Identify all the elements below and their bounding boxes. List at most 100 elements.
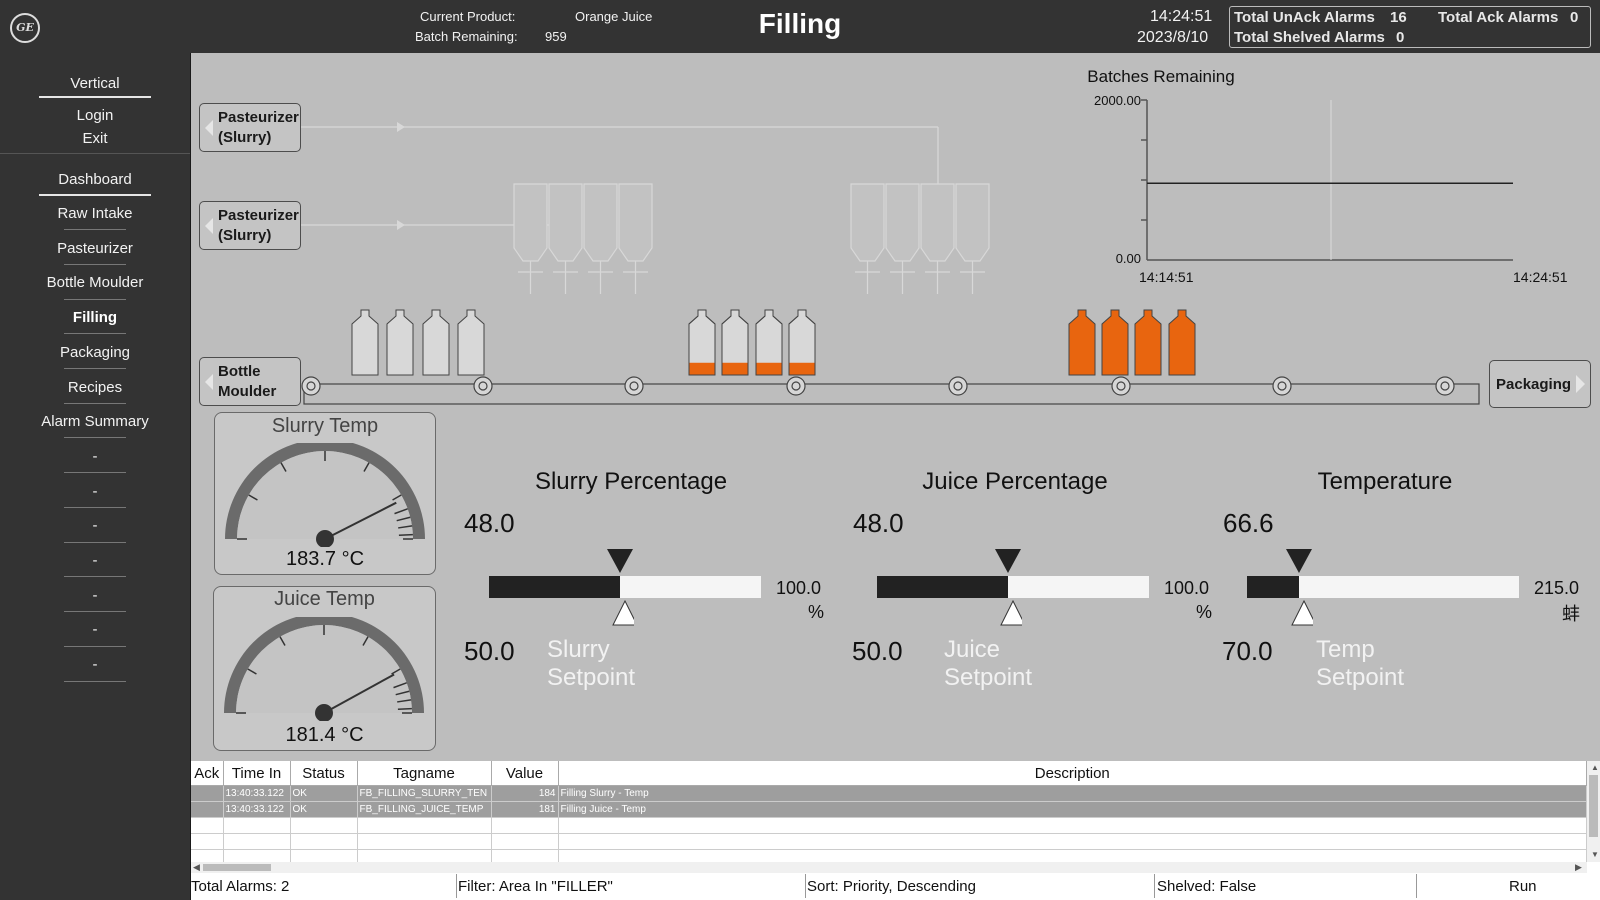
nav-recipes[interactable]: Recipes: [67, 379, 123, 396]
nav-blank-2[interactable]: -: [92, 483, 98, 500]
column-header-description[interactable]: Description: [558, 761, 1587, 786]
gauge-title: Juice Temp: [274, 588, 375, 610]
nav-blank-6[interactable]: -: [92, 621, 98, 638]
nav-blank-4[interactable]: -: [92, 552, 98, 569]
alarm-table[interactable]: Ack Time In Status Tagname Value Descrip…: [191, 761, 1600, 866]
column-header-value[interactable]: Value: [491, 761, 559, 786]
table-row[interactable]: 13:40:33.122 OK FB_FILLING_SLURRY_TEN 18…: [191, 785, 1587, 802]
footer-divider: [456, 874, 457, 898]
horizontal-scroll-thumb[interactable]: [203, 864, 271, 871]
nav-login[interactable]: Login: [76, 107, 114, 124]
nav-blank-3[interactable]: -: [92, 517, 98, 534]
scroll-right-icon[interactable]: ▶: [1575, 862, 1582, 872]
nav-divider: [64, 368, 126, 369]
temperature-pv: 66.6: [1223, 508, 1274, 538]
gauge-tick: [280, 462, 287, 472]
scroll-left-icon[interactable]: ◀: [193, 862, 200, 872]
filter-status[interactable]: Filter: Area In "FILLER": [458, 878, 613, 895]
alarm-footer: ◀ ▶ Total Alarms: 2 Filter: Area In "FIL…: [191, 862, 1600, 900]
trend-x-end-label: 14:24:51: [1513, 269, 1568, 285]
nav-blank-7[interactable]: -: [92, 656, 98, 673]
column-header-tagname[interactable]: Tagname: [357, 761, 492, 786]
table-row-empty: [191, 817, 1587, 834]
gauge-title: Slurry Temp: [271, 415, 379, 437]
juice-pv-marker-icon: [994, 549, 1021, 573]
table-row[interactable]: 13:40:33.122 OK FB_FILLING_JUICE_TEMP 18…: [191, 801, 1587, 818]
unack-alarms-label: Total UnAck Alarms: [1234, 9, 1375, 26]
bottle-icon: [1168, 309, 1196, 376]
column-header-status[interactable]: Status: [290, 761, 358, 786]
nav-raw-intake[interactable]: Raw Intake: [57, 205, 133, 222]
conveyor-roller-icon: [1272, 376, 1292, 396]
gauge-tick: [391, 668, 401, 675]
gauge-hub: [316, 530, 334, 547]
cell-ack: [191, 785, 224, 802]
nav-exit[interactable]: Exit: [82, 130, 108, 147]
page-title: Filling: [758, 8, 842, 39]
conveyor-roller-hub: [953, 381, 963, 391]
conveyor-roller-hub: [1116, 381, 1126, 391]
shelved-status[interactable]: Shelved: False: [1157, 878, 1257, 895]
filler-head: [885, 183, 920, 262]
current-product-label: Current Product:: [420, 9, 516, 24]
ack-alarms-value: 0: [1570, 9, 1579, 26]
nav-pasteurizer[interactable]: Pasteurizer: [57, 240, 133, 257]
nav-divider: [39, 96, 151, 98]
bottle-icon: [1134, 309, 1162, 376]
conveyor-roller-icon: [473, 376, 493, 396]
scroll-up-icon[interactable]: ▲: [1591, 763, 1599, 772]
gauge-tick: [398, 533, 413, 537]
gauge-tick: [395, 690, 410, 696]
nav-divider: [64, 229, 126, 230]
vertical-scroll-thumb[interactable]: [1589, 775, 1598, 837]
gauge-tick: [398, 525, 413, 529]
nav-packaging-button[interactable]: Packaging: [1489, 360, 1591, 408]
nav-bottle-moulder[interactable]: Bottle Moulder: [46, 274, 144, 291]
pasteurizer-2-label: Pasteurizer (Slurry): [218, 207, 299, 244]
temperature-setpoint-marker-icon[interactable]: [1291, 600, 1314, 626]
nav-blank-1[interactable]: -: [92, 448, 98, 465]
vertical-scrollbar[interactable]: ▲ ▼: [1587, 761, 1600, 862]
juice-setpoint-label: Juice Setpoint: [944, 636, 1033, 691]
conveyor-roller-hub: [1277, 381, 1287, 391]
nav-divider: [64, 646, 126, 647]
filler-head: [513, 183, 548, 262]
cell-tagname: FB_FILLING_JUICE_TEMP: [357, 801, 492, 818]
footer-divider: [1154, 874, 1155, 898]
slurry-temp-gauge: [225, 443, 425, 547]
nav-pasteurizer-2-button[interactable]: Pasteurizer (Slurry): [199, 201, 301, 250]
slurry-setpoint-marker-icon[interactable]: [612, 600, 634, 626]
nav-packaging[interactable]: Packaging: [59, 344, 131, 361]
bottle-icon: [1101, 309, 1129, 376]
nav-bottle-moulder-button[interactable]: Bottle Moulder: [199, 357, 301, 406]
alarm-summary-box[interactable]: Total UnAck Alarms 16 Total Ack Alarms 0…: [1229, 6, 1591, 48]
slurry-percentage-title: Slurry Percentage: [534, 468, 728, 495]
cell-value: 184: [491, 785, 559, 802]
nav-filling[interactable]: Filling: [72, 309, 118, 326]
juice-unit-label: %: [1196, 602, 1213, 622]
filler-diagram: [296, 122, 1480, 405]
bottle-outline: [755, 309, 783, 376]
juice-setpoint-marker-icon[interactable]: [1000, 600, 1022, 626]
nav-pasteurizer-1-button[interactable]: Pasteurizer (Slurry): [199, 103, 301, 152]
run-button[interactable]: Run: [1509, 878, 1537, 895]
scroll-down-icon[interactable]: ▼: [1591, 850, 1599, 859]
column-header-time-in[interactable]: Time In: [223, 761, 291, 786]
column-header-ack[interactable]: Ack: [191, 761, 224, 786]
juice-percentage-title: Juice Percentage: [922, 468, 1108, 495]
gauge-tick: [279, 636, 286, 646]
nav-alarm-summary[interactable]: Alarm Summary: [41, 413, 149, 430]
nav-dashboard[interactable]: Dashboard: [58, 171, 132, 188]
nav-vertical[interactable]: Vertical: [70, 75, 120, 92]
temperature-setpoint-value[interactable]: 70.0: [1222, 636, 1273, 666]
filler-head: [850, 183, 885, 262]
shelved-alarms-label: Total Shelved Alarms: [1234, 29, 1385, 46]
slurry-setpoint-value[interactable]: 50.0: [464, 636, 515, 666]
gauge-tick: [248, 494, 258, 501]
sort-status[interactable]: Sort: Priority, Descending: [807, 878, 976, 895]
conveyor-roller-icon: [301, 376, 321, 396]
nav-blank-5[interactable]: -: [92, 587, 98, 604]
batches-trend-chart[interactable]: [1141, 98, 1521, 268]
horizontal-scroll-track[interactable]: ◀ ▶: [191, 862, 1587, 873]
juice-setpoint-value[interactable]: 50.0: [852, 636, 903, 666]
